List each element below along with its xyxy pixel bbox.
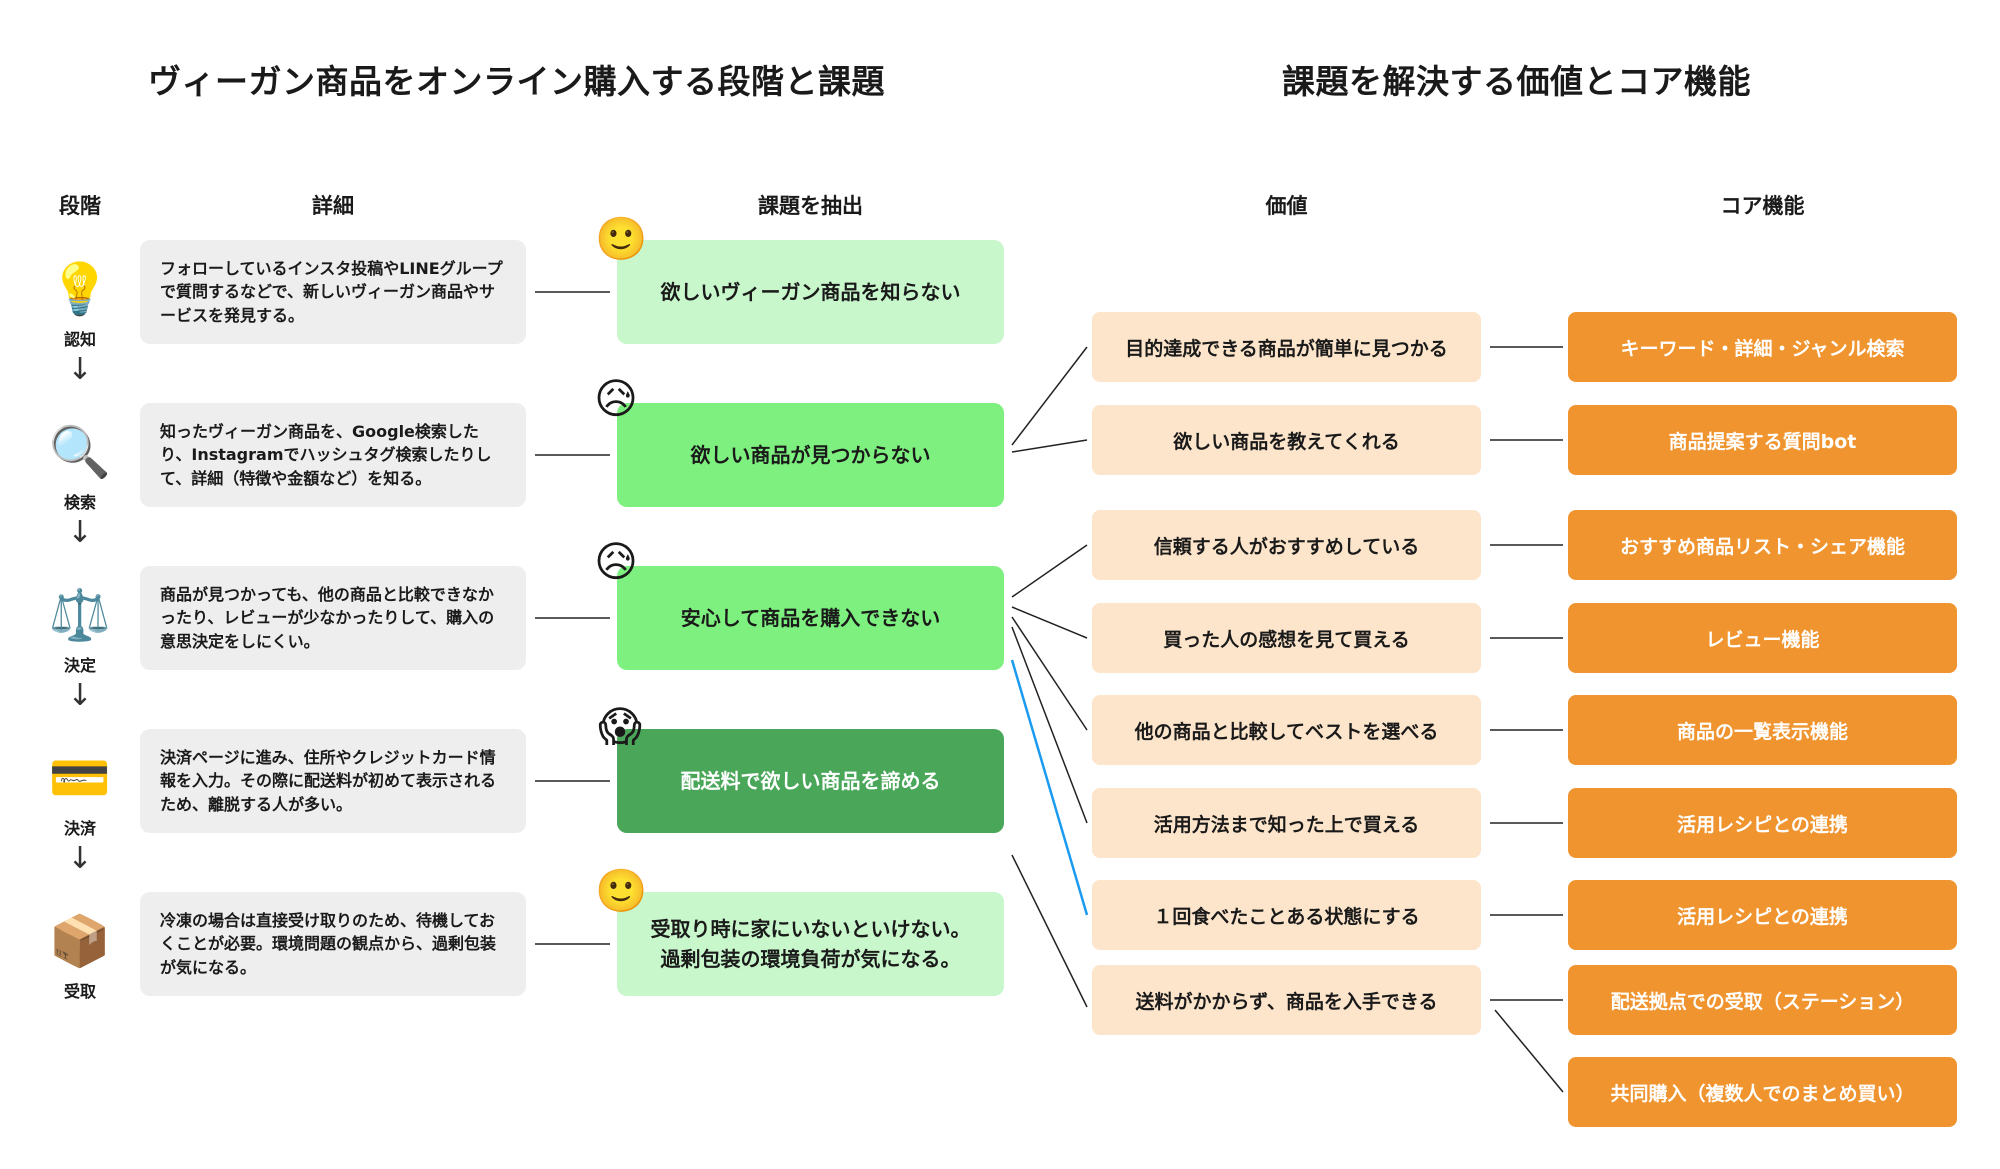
screaming-face-icon: 😱 [598,702,642,751]
feature-card: 活用レシピとの連携 [1568,880,1957,950]
value-text: 送料がかからず、商品を入手できる [1135,990,1438,1013]
feature-card: 配送拠点での受取（ステーション） [1568,965,1957,1035]
feature-card: 共同購入（複数人でのまとめ買い） [1568,1057,1957,1127]
feature-text: 商品の一覧表示機能 [1676,720,1848,743]
feature-text: 共同購入（複数人でのまとめ買い） [1610,1082,1915,1105]
stage-label: 受取 [63,982,96,1001]
detail-card: 決済ページに進み、住所やクレジットカード情報を入力。その際に配送料が初めて表示さ… [140,729,526,833]
value-text: 買った人の感想を見て買える [1163,628,1410,651]
credit-card-icon: 💳 [48,749,112,807]
sad-sweat-face-icon: 😥 [594,374,638,423]
scales-icon: ⚖️ [48,586,112,644]
value-text: １回食べたことある状態にする [1153,905,1420,928]
feature-text: 活用レシピとの連携 [1677,813,1848,836]
value-text: 他の商品と比較してベストを選べる [1134,720,1439,743]
column-header-issue: 課題を抽出 [758,194,863,218]
value-text: 活用方法まで知った上で買える [1153,813,1420,836]
detail-text: 知ったヴィーガン商品を、Google検索したり、Instagramでハッシュタグ… [160,422,492,488]
value-text: 欲しい商品を教えてくれる [1173,430,1400,453]
issue-card: 受取り時に家にいないといけない。 過剰包装の環境負荷が気になる。 [617,892,1004,996]
stage-label: 決定 [63,656,96,675]
value-card: 欲しい商品を教えてくれる [1092,405,1481,475]
feature-text: 商品提案する質問bot [1668,430,1857,453]
value-text: 信頼する人がおすすめしている [1153,535,1420,558]
issue-text: 安心して商品を購入できない [680,606,941,630]
slightly-smiling-face-icon: 🙂 [595,214,648,263]
column-header-value: 価値 [1265,194,1308,218]
stage-label: 認知 [63,330,96,349]
detail-card: フォローしているインスタ投稿やLINEグループで質問するなどで、新しいヴィーガン… [140,240,526,344]
issue-card: 安心して商品を購入できない [617,566,1004,670]
feature-text: キーワード・詳細・ジャンル検索 [1620,337,1905,360]
column-header-detail: 詳細 [312,194,354,218]
issue-card: 欲しい商品が見つからない [617,403,1004,507]
column-header-feature: コア機能 [1720,194,1805,218]
issue-text: 受取り時に家にいないといけない。 過剰包装の環境負荷が気になる。 [650,917,971,971]
value-card: 買った人の感想を見て買える [1092,603,1481,673]
issue-card: 欲しいヴィーガン商品を知らない [617,240,1004,344]
issue-text: 配送料で欲しい商品を諦める [680,769,941,793]
right-title: 課題を解決する価値とコア機能 [1282,62,1751,101]
sad-sweat-face-icon: 😥 [594,537,638,586]
stage-label: 決済 [63,819,96,838]
detail-text: フォローしているインスタ投稿やLINEグループで質問するなどで、新しいヴィーガン… [160,259,503,325]
detail-text: 商品が見つかっても、他の商品と比較できなかったり、レビューが少なかったりして、購… [160,585,495,651]
slightly-smiling-face-icon: 🙂 [595,866,648,915]
feature-text: レビュー機能 [1705,628,1820,651]
value-card: 送料がかからず、商品を入手できる [1092,965,1481,1035]
value-card: 信頼する人がおすすめしている [1092,510,1481,580]
left-title: ヴィーガン商品をオンライン購入する段階と課題 [148,62,885,101]
detail-card: 知ったヴィーガン商品を、Google検索したり、Instagramでハッシュタグ… [140,403,526,507]
feature-text: 活用レシピとの連携 [1677,905,1848,928]
detail-text: 冷凍の場合は直接受け取りのため、待機しておくことが必要。環境問題の観点から、過剰… [160,911,497,977]
lightbulb-icon: 💡 [48,260,112,318]
arrow-down-icon: ↓ [67,515,93,550]
value-card: １回食べたことある状態にする [1092,880,1481,950]
arrow-down-icon: ↓ [67,352,93,387]
feature-card: 商品の一覧表示機能 [1568,695,1957,765]
arrow-down-icon: ↓ [67,678,93,713]
magnifier-icon: 🔍 [48,423,112,481]
feature-text: おすすめ商品リスト・シェア機能 [1619,535,1905,558]
column-header-stage: 段階 [59,194,101,218]
value-text: 目的達成できる商品が簡単に見つかる [1125,337,1448,360]
stage-label: 検索 [63,493,96,512]
detail-card: 冷凍の場合は直接受け取りのため、待機しておくことが必要。環境問題の観点から、過剰… [140,892,526,996]
feature-card: おすすめ商品リスト・シェア機能 [1568,510,1957,580]
package-icon: 📦 [48,912,112,970]
detail-text: 決済ページに進み、住所やクレジットカード情報を入力。その際に配送料が初めて表示さ… [160,748,497,814]
value-card: 活用方法まで知った上で買える [1092,788,1481,858]
detail-card: 商品が見つかっても、他の商品と比較できなかったり、レビューが少なかったりして、購… [140,566,526,670]
feature-text: 配送拠点での受取（ステーション） [1610,990,1915,1013]
feature-card: 活用レシピとの連携 [1568,788,1957,858]
feature-card: 商品提案する質問bot [1568,405,1957,475]
feature-card: レビュー機能 [1568,603,1957,673]
value-card: 目的達成できる商品が簡単に見つかる [1092,312,1481,382]
feature-card: キーワード・詳細・ジャンル検索 [1568,312,1957,382]
value-card: 他の商品と比較してベストを選べる [1092,695,1481,765]
issue-text: 欲しいヴィーガン商品を知らない [660,280,961,304]
arrow-down-icon: ↓ [67,841,93,876]
issue-text: 欲しい商品が見つからない [690,443,931,467]
issue-card: 配送料で欲しい商品を諦める [617,729,1004,833]
